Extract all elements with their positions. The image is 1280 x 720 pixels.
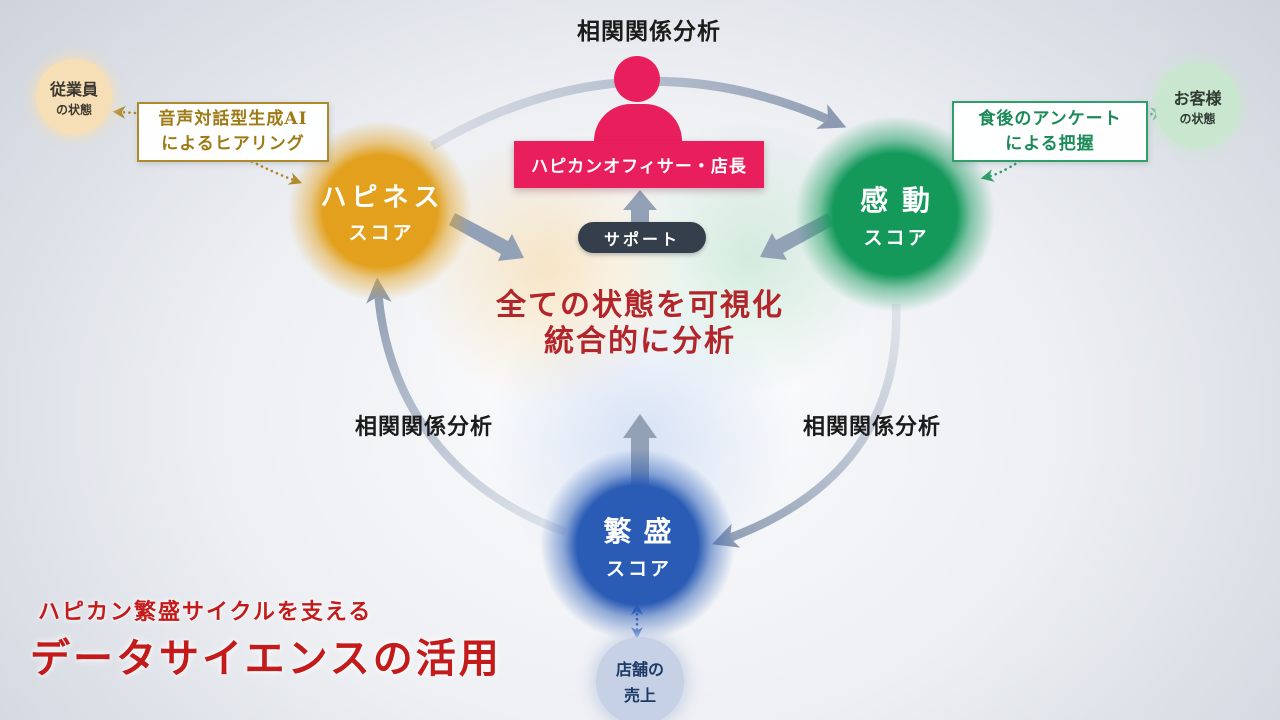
employee-method-line2: によるヒアリング [161, 134, 305, 154]
store-sales-line2: 売上 [623, 686, 656, 705]
employee-state-line2: の状態 [55, 103, 92, 117]
dotted-arrow-box-to-employee [112, 105, 137, 119]
support-label: サポート [603, 229, 680, 249]
person-icon-head [614, 56, 660, 102]
prosperity-label: 繁盛 [603, 514, 684, 548]
customer-state-circle: お客様 の状態 [1155, 63, 1240, 148]
happiness-label: ハピネス [320, 183, 445, 213]
employee-state-circle: 従業員 の状態 [36, 59, 112, 135]
happiness-sublabel: スコア [348, 222, 415, 244]
customer-method-box: 食後のアンケート による把握 [952, 101, 1148, 162]
officer-label-box: ハピカンオフィサー・店長 [514, 141, 764, 188]
support-badge: サポート [578, 222, 706, 253]
customer-method-line2: による把握 [1005, 133, 1095, 154]
analysis-line-2: 統合的に分析 [544, 324, 736, 359]
employee-state-line1: 従業員 [49, 80, 98, 99]
customer-method-line1: 食後のアンケート [978, 108, 1122, 129]
employee-method-box: 音声対話型生成AI によるヒアリング [137, 102, 329, 162]
officer-label: ハピカンオフィサー・店長 [531, 157, 747, 177]
footer-title: データサイエンスの活用 [30, 635, 502, 682]
center-analysis-text: 全ての状態を可視化 統合的に分析 [496, 288, 784, 360]
footer-subtitle: ハピカン繁盛サイクルを支える [38, 599, 373, 625]
store-sales-line1: 店舗の [615, 660, 664, 679]
store-sales-circle: 店舗の 売上 [596, 637, 684, 720]
prosperity-sublabel: スコア [605, 557, 672, 580]
node-prosperity-circle: 繁盛 スコア [540, 449, 735, 641]
person-icon-body [594, 104, 682, 146]
correlation-label-top: 相関関係分析 [577, 18, 721, 45]
emotion-sublabel: スコア [863, 226, 930, 249]
correlation-label-left: 相関関係分析 [355, 414, 494, 440]
correlation-label-right: 相関関係分析 [803, 414, 942, 440]
customer-state-line1: お客様 [1173, 88, 1222, 108]
emotion-label: 感動 [859, 183, 944, 217]
customer-state-line2: の状態 [1179, 111, 1216, 126]
employee-method-line1: 音声対話型生成AI [158, 109, 308, 130]
analysis-line-1: 全ての状態を可視化 [496, 288, 784, 323]
